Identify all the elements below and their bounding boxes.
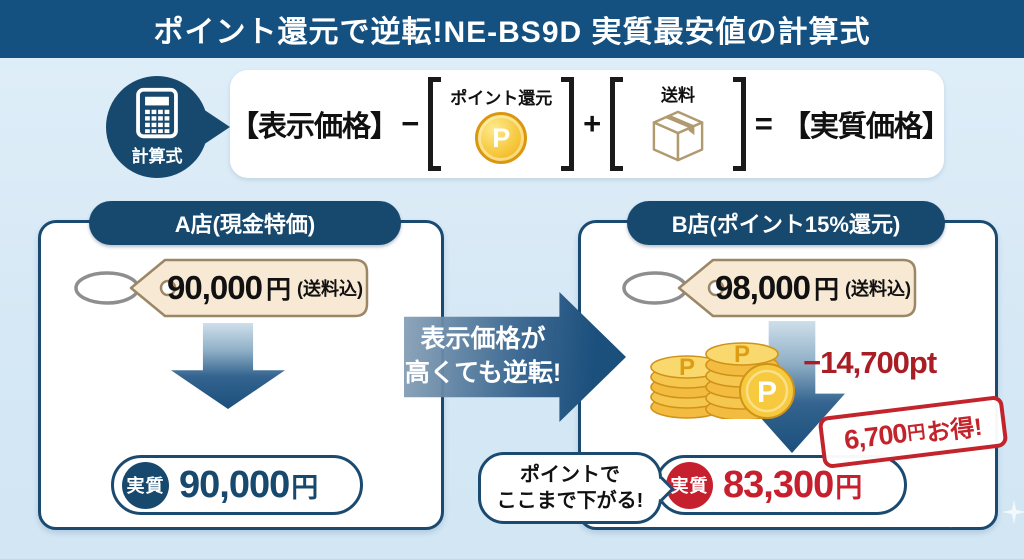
svg-text:P: P bbox=[757, 376, 777, 409]
points-speech-bubble: ポイントで ここまで下がる! bbox=[478, 452, 675, 524]
bracket-right-icon bbox=[561, 77, 575, 171]
plus-operator: + bbox=[583, 106, 602, 141]
bracket-left-icon bbox=[428, 77, 441, 171]
package-box-icon bbox=[649, 109, 707, 168]
formula-badge-label: 計算式 bbox=[131, 147, 183, 166]
page-title: ポイント還元で逆転!NE-BS9D 実質最安値の計算式 bbox=[153, 16, 871, 49]
equals-operator: = bbox=[754, 106, 773, 141]
calculator-icon bbox=[135, 87, 179, 139]
sparkle-icon bbox=[1002, 500, 1024, 524]
bracket-left-icon bbox=[610, 77, 623, 171]
minus-operator: − bbox=[401, 106, 420, 141]
reversal-arrow-text: 表示価格が 高くても逆転! bbox=[404, 325, 562, 387]
svg-text:P: P bbox=[734, 341, 750, 368]
point-rebate-label: ポイント還元 bbox=[450, 89, 553, 108]
store-b-header: B店(ポイント15%還元) bbox=[627, 201, 945, 245]
formula-badge: 計算式 bbox=[106, 76, 208, 178]
points-deduction: −14,700pt bbox=[803, 345, 937, 380]
svg-text:P: P bbox=[679, 354, 695, 381]
formula-point-term: ポイント還元 P bbox=[448, 84, 554, 164]
down-arrow-icon bbox=[171, 323, 285, 409]
bracket-right-icon bbox=[733, 77, 746, 171]
store-a-header: A店(現金特価) bbox=[89, 201, 401, 245]
formula-result-price: 【実質価格】 bbox=[781, 111, 951, 143]
formula-shipping-term: 送料 bbox=[630, 81, 726, 168]
title-banner: ポイント還元で逆転!NE-BS9D 実質最安値の計算式 bbox=[0, 0, 1024, 58]
shipping-label: 送料 bbox=[661, 85, 695, 105]
point-coin-icon: P bbox=[475, 112, 528, 164]
formula-box: 【表示価格】 − ポイント還元 P + 送料 = 【実質価格】 bbox=[230, 70, 951, 178]
formula-display-price: 【表示価格】 bbox=[230, 111, 399, 143]
store-a-result-badge: 実質 bbox=[122, 461, 169, 509]
point-coins-icon: P P P bbox=[645, 323, 795, 421]
store-b-result-badge: 実質 bbox=[666, 461, 713, 509]
